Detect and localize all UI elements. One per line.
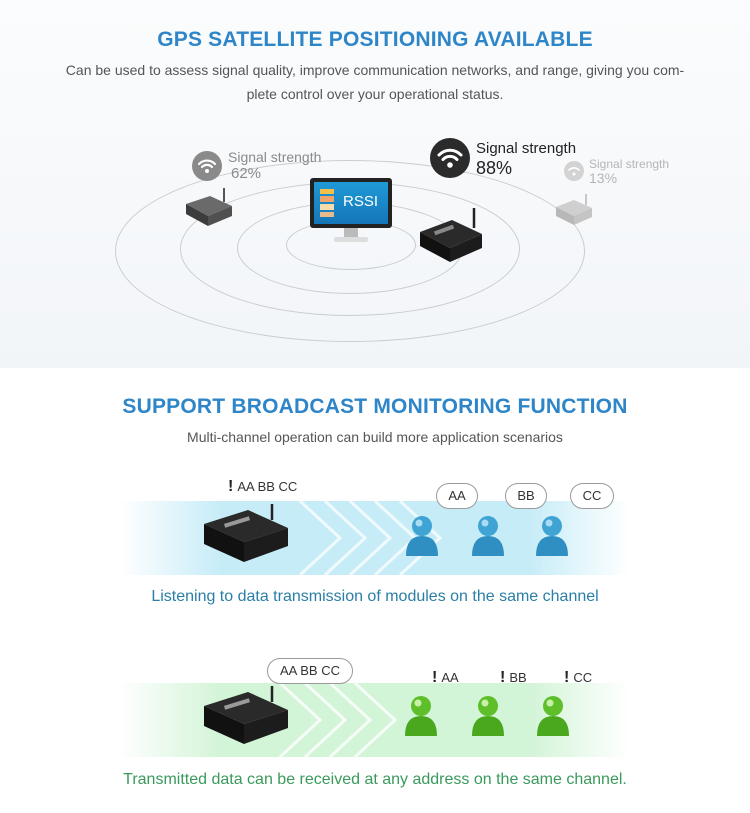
exclamation-icon: ! xyxy=(432,669,438,686)
radio-module-icon xyxy=(556,194,592,225)
gps-section-subtitle-line2: plete control over your operational stat… xyxy=(246,86,504,102)
person-icon xyxy=(405,696,437,736)
listen-sender-label: !AA BB CC xyxy=(228,478,298,495)
transmit-receiver-label-aa: !AA xyxy=(432,669,459,686)
wifi-icon xyxy=(430,138,470,178)
transmit-receiver-label-bb: !BB xyxy=(500,669,527,686)
listen-bubble-aa: AA xyxy=(436,483,478,509)
signal-label-1: Signal strength xyxy=(228,149,322,165)
person-icon xyxy=(536,516,568,556)
listen-caption: Listening to data transmission of module… xyxy=(151,588,599,605)
radio-module-icon xyxy=(204,504,288,562)
broadcast-section-subtitle: Multi-channel operation can build more a… xyxy=(187,429,563,445)
wifi-icon xyxy=(192,151,222,181)
gps-section-title: GPS SATELLITE POSITIONING AVAILABLE xyxy=(157,28,593,51)
signal-value-1: 62% xyxy=(231,165,262,182)
signal-value-2: 88% xyxy=(476,158,513,178)
transmit-receiver-label-cc: !CC xyxy=(564,669,593,686)
wifi-icon xyxy=(564,161,584,181)
person-icon xyxy=(406,516,438,556)
exclamation-icon: ! xyxy=(500,669,506,686)
radio-module-icon xyxy=(420,208,482,262)
person-icon xyxy=(472,516,504,556)
radio-module-icon xyxy=(204,686,288,744)
rssi-label: RSSI xyxy=(343,193,379,210)
signal-label-3: Signal strength xyxy=(589,157,670,171)
gps-section-subtitle-line1: Can be used to assess signal quality, im… xyxy=(65,62,685,78)
exclamation-icon: ! xyxy=(228,478,234,495)
exclamation-icon: ! xyxy=(564,669,570,686)
person-icon xyxy=(472,696,504,736)
listen-bubble-bb: BB xyxy=(505,483,547,509)
signal-label-2: Signal strength xyxy=(476,140,577,157)
transmit-caption: Transmitted data can be received at any … xyxy=(123,771,627,788)
radio-module-icon xyxy=(186,188,232,226)
transmit-sender-bubble: AA BB CC xyxy=(267,658,353,684)
person-icon xyxy=(537,696,569,736)
signal-value-3: 13% xyxy=(589,170,618,186)
monitor-icon: RSSI xyxy=(310,178,392,244)
listen-bubble-cc: CC xyxy=(570,483,614,509)
signal-ring-outer xyxy=(115,160,585,342)
broadcast-section-title: SUPPORT BROADCAST MONITORING FUNCTION xyxy=(122,395,628,418)
